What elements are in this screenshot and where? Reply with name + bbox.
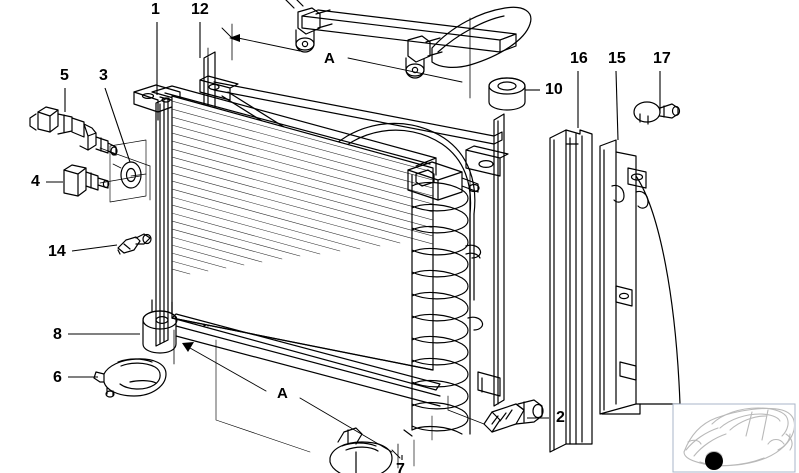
- callout-14: 14: [48, 243, 66, 260]
- part-7-lower-rubber-mount: [329, 427, 393, 473]
- leader-line-3: [104, 87, 131, 163]
- callout-12: 12: [191, 1, 209, 18]
- part-4-thermo-switch: [63, 164, 141, 197]
- part-15-air-duct-panel: [599, 139, 681, 415]
- leader-line-14: [71, 244, 118, 252]
- callout-4: 4: [31, 173, 40, 190]
- upper-mount-bar: [285, 0, 532, 79]
- part-3-sealing-ring: [112, 161, 147, 189]
- callout-15: 15: [608, 50, 626, 67]
- callout-8: 8: [53, 326, 62, 343]
- callout-3: 3: [99, 67, 108, 84]
- dimension-label-a-bottom: A: [277, 385, 288, 402]
- callout-16: 16: [570, 50, 588, 67]
- leader-line-15: [615, 70, 619, 141]
- part-8-rubber-mount: [142, 299, 178, 354]
- part-6-lower-mount-bracket: [93, 358, 167, 398]
- callout-2: 2: [556, 409, 565, 426]
- radiator-assembly: [133, 84, 484, 437]
- part-2-hex-bolt: [447, 395, 544, 433]
- part-group-guide-lines: [109, 139, 147, 203]
- assembly-guide-lines: [215, 339, 433, 467]
- part-17-push-in-clip: [633, 101, 681, 125]
- location-marker-dot: [705, 452, 723, 470]
- part-14-expanding-rivet: [117, 233, 152, 255]
- dimension-label-a-top: A: [324, 50, 335, 67]
- part-5-temperature-switch: [29, 106, 151, 201]
- callout-17: 17: [653, 50, 671, 67]
- callout-7: 7: [396, 461, 405, 473]
- part-16-air-guide-channel: [549, 129, 593, 453]
- vehicle-locator-inset: [672, 403, 796, 473]
- callout-1: 1: [151, 1, 160, 18]
- callout-10: 10: [545, 81, 563, 98]
- callout-leader-lines: [46, 22, 661, 460]
- dimension-line-a-top: [207, 17, 471, 99]
- callout-6: 6: [53, 369, 62, 386]
- part-10-rubber-grommet: [488, 77, 526, 111]
- callout-5: 5: [60, 67, 69, 84]
